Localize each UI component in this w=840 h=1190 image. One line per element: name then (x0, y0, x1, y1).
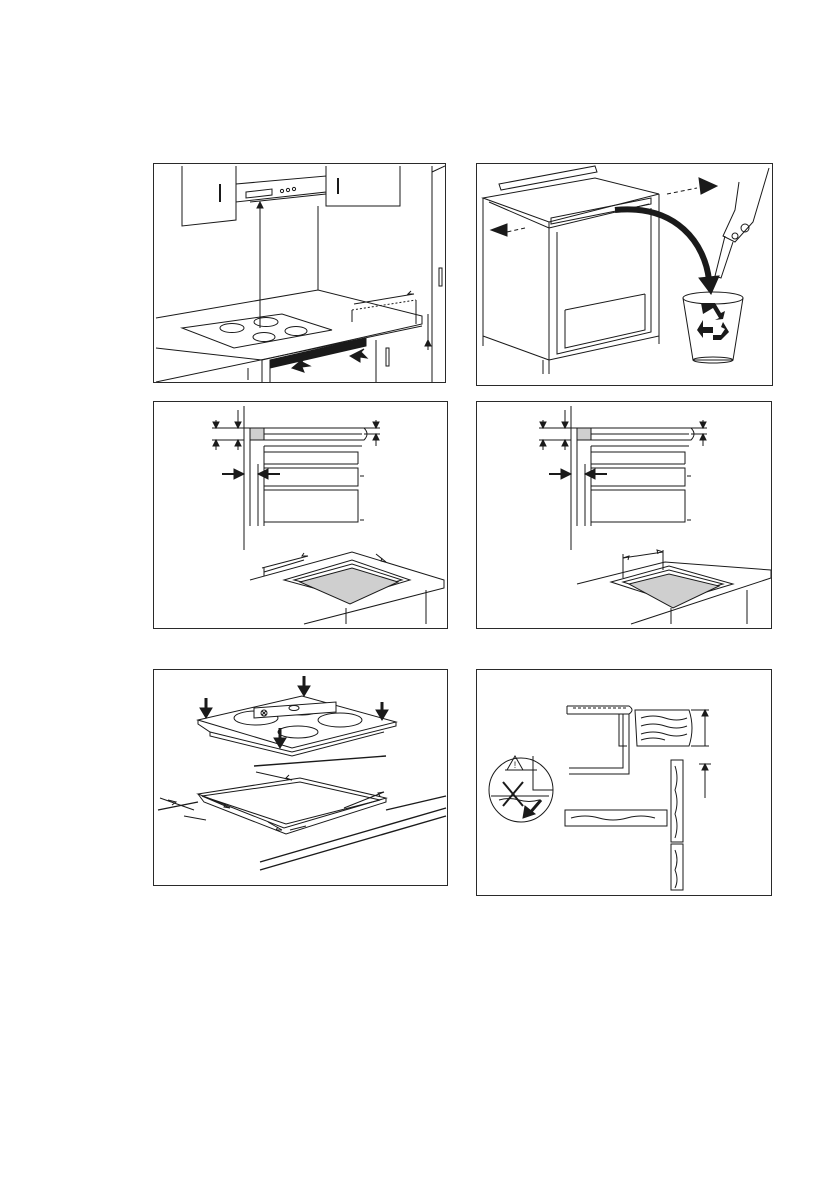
place-hob-illustration (154, 670, 447, 885)
worktop-wood (635, 710, 692, 746)
arrow-icon (561, 469, 571, 479)
arrow-icon (200, 708, 212, 718)
wall-cabinet-left (182, 166, 236, 226)
arrow-icon (350, 349, 367, 362)
cabinet-recycle-illustration (477, 164, 772, 385)
warning-symbol: ! (514, 760, 517, 770)
worktop-detail-illustration: ! (477, 670, 771, 895)
arrow-icon (298, 686, 310, 696)
kitchen-hob-illustration (154, 164, 445, 382)
ventilation-gap (270, 338, 366, 368)
arrow-icon (258, 469, 268, 479)
cabinet-icon (483, 166, 659, 374)
figure-cutout-clearance-b (476, 401, 772, 629)
cutout-clearance-illustration-b (477, 402, 771, 628)
arrow-icon (699, 178, 717, 194)
arrow-icon (376, 710, 388, 720)
arrow-icon (491, 224, 507, 236)
figure-cabinet-recycle (476, 163, 773, 386)
cutout-clearance-illustration (154, 402, 447, 628)
arrow-icon (585, 469, 595, 479)
figure-kitchen-hob-hood (153, 163, 446, 383)
arrow-icon (234, 469, 244, 479)
figure-cutout-clearance-a (153, 401, 448, 629)
extractor-hood-icon (236, 176, 326, 202)
recycle-icon (697, 303, 729, 340)
figure-worktop-detail: ! (476, 669, 772, 896)
figure-place-hob (153, 669, 448, 886)
hand-icon (715, 168, 769, 278)
worktop (156, 290, 422, 360)
